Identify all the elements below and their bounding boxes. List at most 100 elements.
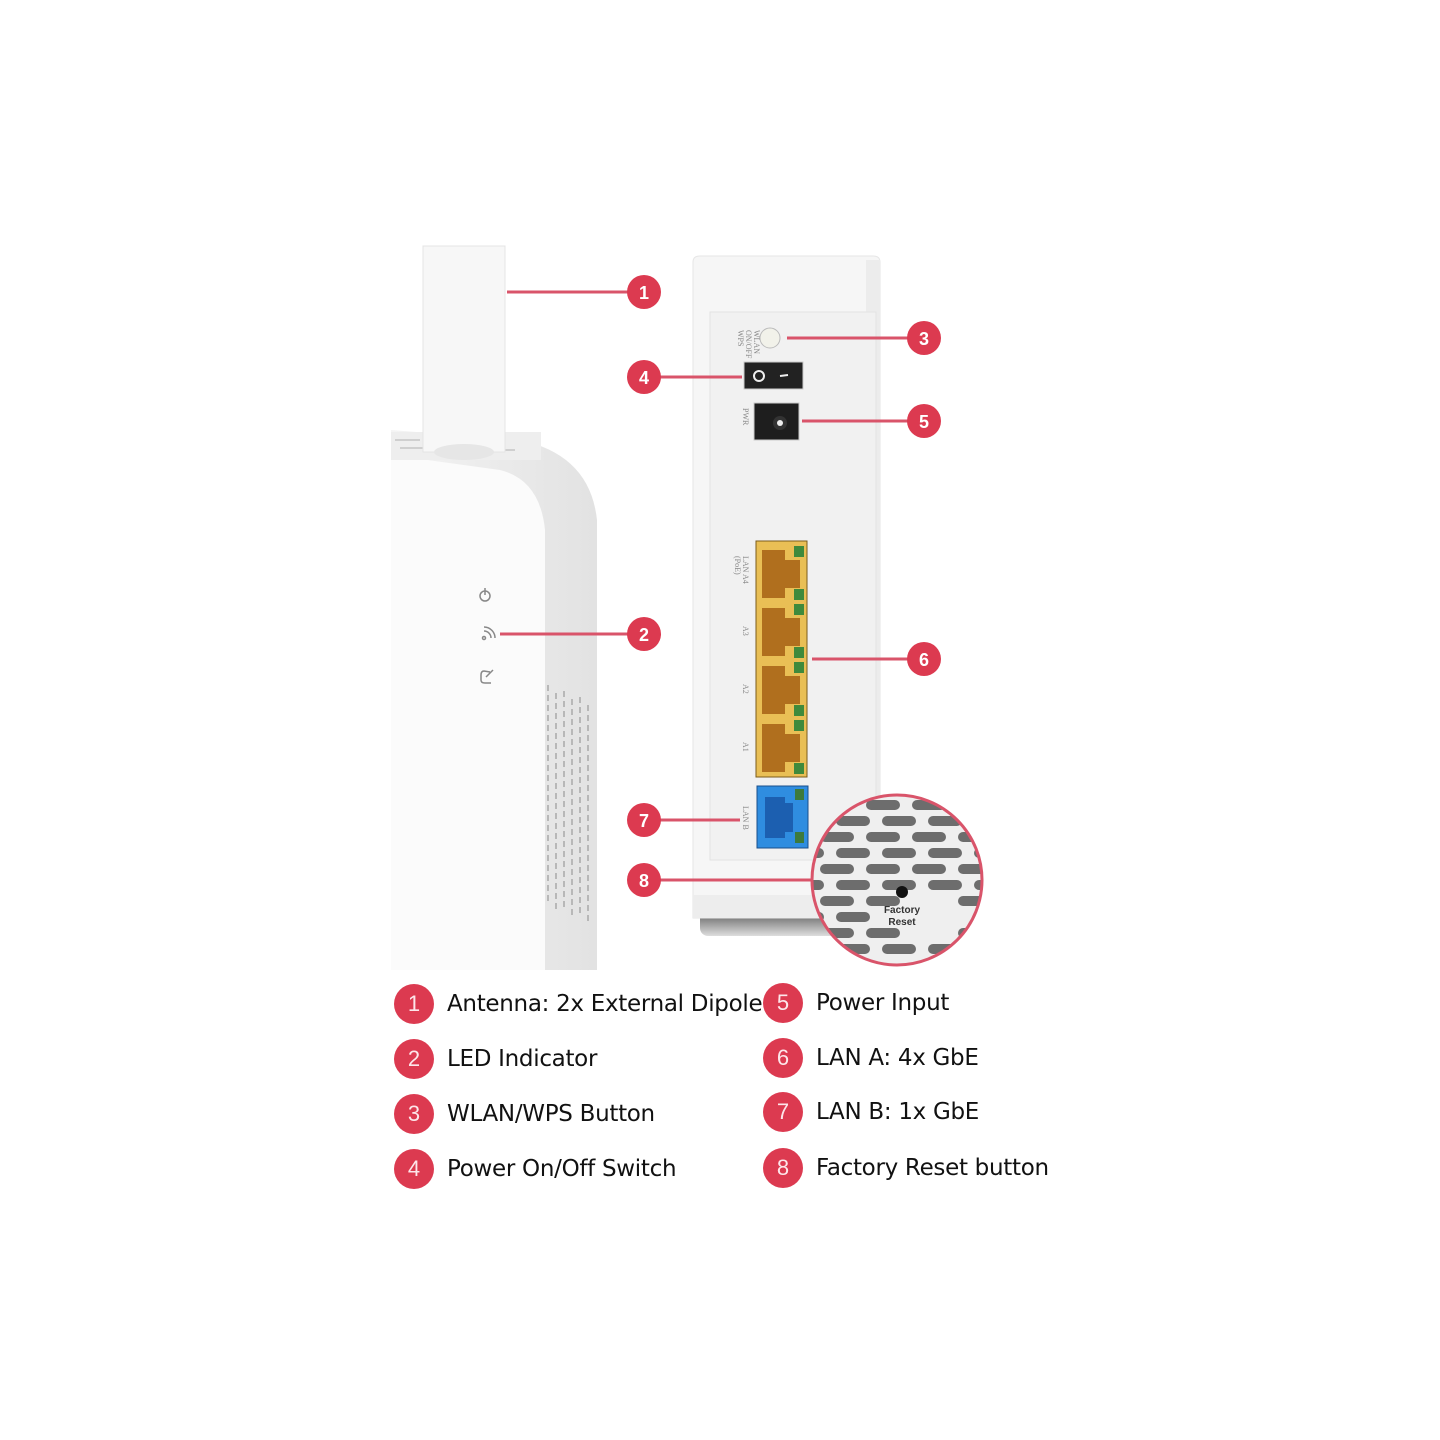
legend-item-power-input: 5 Power Input [763,982,949,1024]
wps-label: WPS [736,330,745,346]
vent-slot [958,800,981,810]
vent-slot [958,864,981,874]
power-input-jack[interactable] [753,402,800,441]
lan-a1-label: A1 [741,742,750,752]
vent-slot [974,816,981,826]
legend-item-lan-a: 6 LAN A: 4x GbE [763,1037,979,1079]
callout-5: 5 [907,404,941,438]
lan-a-port[interactable] [762,720,804,774]
vent-slot [1004,896,1038,906]
svg-text:4: 4 [639,368,649,388]
callout-8: 8 [627,863,661,897]
vent-slot [820,864,854,874]
vent-slot [836,880,870,890]
lan-a4-label: LAN A4 [741,556,750,584]
vent-slot [836,912,870,922]
vent-slot [813,880,824,890]
legend-badge: 6 [763,1038,803,1078]
callout-1: 1 [627,275,661,309]
legend-badge: 3 [394,1094,434,1134]
vent-slot [1020,816,1054,826]
poe-label: (PoE) [733,556,742,575]
legend-item-wlan-wps: 3 WLAN/WPS Button [394,1093,655,1135]
vent-slot [958,896,981,906]
vent-slot [882,944,916,954]
vent-slot [974,944,981,954]
vent-slot [866,800,900,810]
vent-slot [820,896,854,906]
vent-slot [866,864,900,874]
svg-text:5: 5 [919,412,929,432]
lan-a2-label: A2 [741,684,750,694]
vent-slot [820,832,854,842]
svg-text:2: 2 [639,625,649,645]
lan-a3-label: A3 [741,626,750,636]
legend-badge: 5 [763,983,803,1023]
legend-badge: 1 [394,984,434,1024]
wlan-wps-button[interactable] [759,327,781,349]
vent-slot [744,944,778,954]
svg-text:3: 3 [919,329,929,349]
magnifier-factory-label: Factory [884,905,921,916]
lan-b-port[interactable] [756,785,809,849]
legend-label: Power Input [816,990,950,1016]
vent-slot [866,928,900,938]
leader-lines [500,290,908,882]
vent-slot [974,880,981,890]
legend-badge: 7 [763,1092,803,1132]
lan-b-label: LAN B [741,806,750,830]
vent-slot [1050,896,1084,906]
svg-text:1: 1 [639,283,649,303]
magnifier-reset-label: Reset [888,917,916,928]
vent-slot [882,880,916,890]
router-rear-view: WLANON/OFFWPS PWR LAN A4(PoE) A3 A2 A1 L… [692,255,882,936]
callout-4: 4 [627,360,661,394]
vent-slot [974,912,981,922]
callout-3: 3 [907,321,941,355]
vent-slot [928,880,962,890]
led-power-icon [479,588,491,602]
legend-badge: 2 [394,1039,434,1079]
legend-label: LAN A: 4x GbE [816,1045,979,1071]
vent-slot [882,848,916,858]
lan-a-ports [755,540,808,778]
legend-label: WLAN/WPS Button [447,1101,655,1127]
vent-slot [912,832,946,842]
vent-slot [1020,944,1054,954]
led-wps-icon [480,669,494,684]
legend-label: LED Indicator [447,1046,598,1072]
vent-slot [1020,848,1054,858]
vent-slot [958,832,981,842]
vent-slot [912,864,946,874]
antenna [422,245,506,453]
lan-a-port[interactable] [762,546,804,600]
vent-slot [866,832,900,842]
vent-slot [1020,912,1054,922]
vent-slot [928,848,962,858]
legend-label: LAN B: 1x GbE [816,1099,980,1125]
vent-slot [1004,928,1038,938]
svg-text:8: 8 [639,871,649,891]
callout-6: 6 [907,642,941,676]
vent-slot [1050,928,1084,938]
callout-7: 7 [627,803,661,837]
vent-slot [1004,832,1038,842]
lan-a-port[interactable] [762,604,804,658]
vent-slot [866,896,900,906]
wlan-label: WLAN [752,330,761,354]
vent-slot [1050,800,1084,810]
power-switch[interactable] [743,361,804,390]
wlan-onoff-label: ON/OFF [744,330,753,359]
factory-reset-button[interactable] [896,886,908,898]
svg-text:WLANON/OFFWPS: WLANON/OFFWPS [736,330,761,359]
legend-badge: 8 [763,1148,803,1188]
legend-badge: 4 [394,1149,434,1189]
svg-text:6: 6 [919,650,929,670]
side-vents [547,685,589,921]
pwr-label: PWR [741,408,750,426]
lan-a-port[interactable] [762,662,804,716]
vent-slot [1050,832,1084,842]
